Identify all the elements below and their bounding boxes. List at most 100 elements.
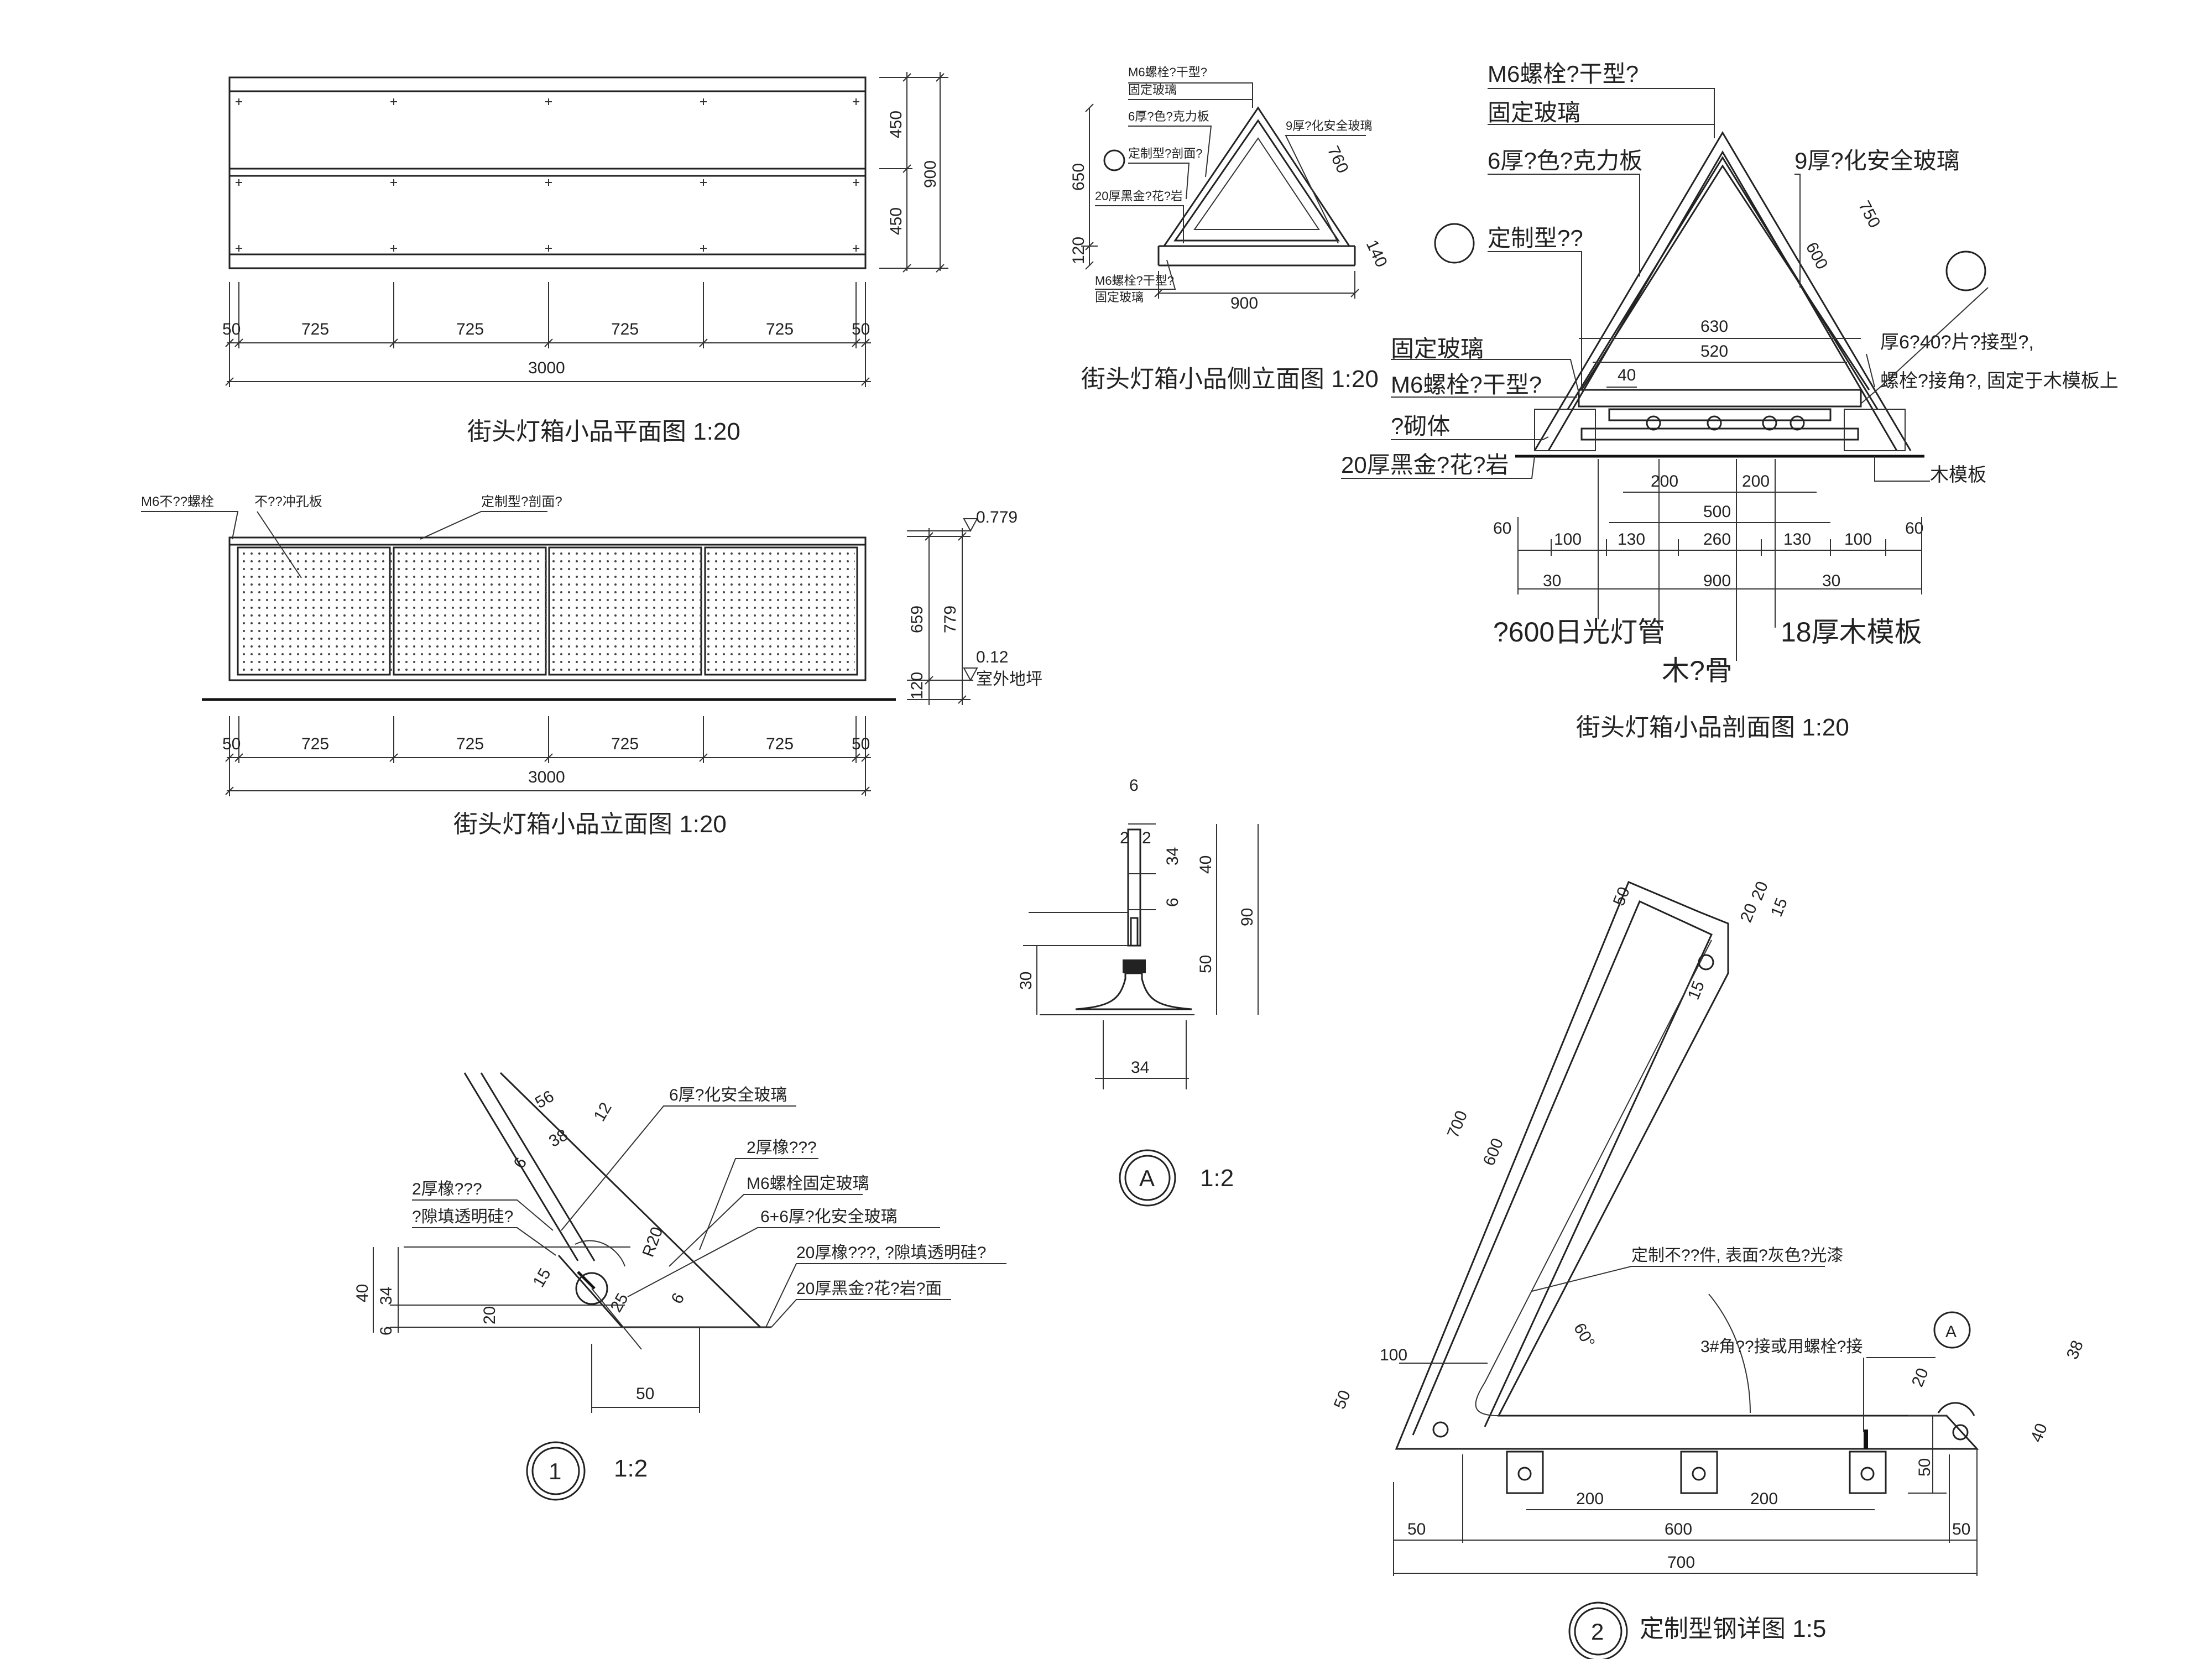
det2-dim-700: 700: [1667, 1553, 1695, 1572]
sec-label-glass: 固定玻璃: [1488, 100, 1580, 126]
sec-label-profile: 定制型??: [1488, 225, 1583, 251]
sec-label-bolt-2: M6螺栓?干型?: [1391, 372, 1542, 398]
detail-1-tag-circle: [526, 1441, 586, 1501]
plan-view: 50 725 725 725 725 50 3000 450 450 900 街…: [222, 72, 948, 445]
sec-dim-30-b: 30: [1822, 572, 1840, 590]
side-label-granite: 20厚黑金?花?岩: [1095, 189, 1183, 203]
det1-label-laminated: 6+6厚?化安全玻璃: [760, 1208, 898, 1226]
det1-label-granite: 20厚黑金?花?岩?面: [796, 1280, 942, 1298]
det2-tag-A-circle: [1933, 1311, 1971, 1349]
sec-dim-60-b: 60: [1905, 519, 1923, 538]
detail-2-tag-circle: [1568, 1601, 1628, 1659]
plan-dim-50-right: 50: [852, 320, 870, 338]
detail-a-tag-circle: [1119, 1149, 1176, 1207]
det2-dim-200-b: 200: [1750, 1490, 1778, 1508]
det1-label-m6: M6螺栓固定玻璃: [747, 1175, 869, 1193]
sec-label-granite: 20厚黑金?花?岩: [1341, 452, 1509, 478]
det1-dim-38: 38: [546, 1126, 571, 1151]
side-label-acrylic: 6厚?色?克力板: [1128, 109, 1209, 123]
sec-dim-130-b: 130: [1783, 530, 1811, 549]
sec-dim-630: 630: [1700, 317, 1728, 336]
det2-dim-40: 40: [2027, 1421, 2051, 1444]
det2-dim-100: 100: [1380, 1346, 1407, 1364]
section-hatch-left: [1534, 409, 1596, 451]
det2-dim-200-a: 200: [1576, 1490, 1604, 1508]
det2-dim-20-r: 20: [1908, 1365, 1932, 1389]
sec-label-fluorescent: ?600日光灯管: [1493, 617, 1665, 648]
detail-a: 6 2 2 34 6 40 90 50 30 34 A 1:2: [1017, 776, 1259, 1207]
sec-dim-900: 900: [1703, 572, 1731, 590]
sec-dim-100-b: 100: [1844, 530, 1872, 549]
sec-label-bolt: M6螺栓?干型?: [1488, 61, 1639, 87]
det1-dim-6b: 6: [667, 1290, 688, 1307]
sec-dim-500: 500: [1703, 503, 1731, 521]
elevation-title: 街头灯箱小品立面图 1:20: [453, 811, 727, 838]
det1-dim-20: 20: [481, 1306, 499, 1324]
detA-dim-40: 40: [1197, 855, 1215, 874]
elev-level-mid: 0.12: [976, 648, 1008, 666]
det2-label-A: A: [1945, 1323, 1957, 1341]
plan-dim-50-left: 50: [222, 320, 241, 338]
detA-dim-50: 50: [1197, 955, 1215, 973]
det2-dim-50-br: 50: [1952, 1520, 1970, 1538]
plan-dim-total: 3000: [528, 359, 565, 377]
det2-dim-20-a: 20: [1737, 901, 1761, 925]
det2-dim-20-b: 20: [1748, 879, 1772, 902]
sec-label-tempered: 9厚?化安全玻璃: [1794, 148, 1960, 174]
det2-dim-15-a: 15: [1767, 895, 1791, 919]
sec-dim-200-a: 200: [1651, 472, 1678, 491]
elev-dim-total: 3000: [528, 768, 565, 786]
det2-dim-50-left: 50: [1331, 1387, 1354, 1411]
det2-dim-50-top: 50: [1610, 884, 1634, 908]
det1-dim-6: 6: [510, 1155, 530, 1172]
detail-a-tag: A: [1139, 1165, 1155, 1191]
side-label-bolt-bottom: M6螺栓?干型?: [1095, 274, 1174, 288]
side-label-glass-bottom: 固定玻璃: [1095, 290, 1144, 304]
det1-dim-34: 34: [377, 1287, 395, 1305]
elev-dim-725-2: 725: [456, 735, 484, 753]
det2-dim-50-bl: 50: [1407, 1520, 1426, 1538]
elev-label-profile: 定制型?剖面?: [481, 494, 562, 509]
sec-dim-40: 40: [1618, 366, 1636, 384]
det1-dim-50: 50: [636, 1385, 654, 1403]
plan-dim-725-3: 725: [611, 320, 639, 338]
det2-dim-700-diag: 700: [1444, 1108, 1471, 1141]
side-label-bolt-top: M6螺栓?干型?: [1128, 65, 1207, 79]
det2-label-angle: 3#角??接或用螺栓?接: [1700, 1338, 1863, 1356]
elev-dim-50-right: 50: [852, 735, 870, 753]
detail-a-scale: 1:2: [1200, 1165, 1234, 1192]
sec-dim-600: 600: [1802, 239, 1832, 273]
sec-label-keel: 木?骨: [1662, 655, 1733, 686]
det2-label-fabricated: 定制不??件, 表面?灰色?光漆: [1631, 1246, 1843, 1265]
elev-dim-50-left: 50: [222, 735, 241, 753]
sec-dim-200-b: 200: [1742, 472, 1770, 491]
side-dim-650: 650: [1070, 163, 1088, 191]
elev-dim-779: 779: [941, 606, 959, 633]
det1-dim-6c: 6: [377, 1326, 395, 1335]
elev-level-top: 0.779: [976, 508, 1018, 526]
sec-label-steel-plate: 厚6?40?片?接型?,: [1880, 332, 2034, 353]
sec-label-wood-board: 木模板: [1930, 465, 1986, 486]
sec-tag-2: [1434, 223, 1475, 264]
detA-dim-30: 30: [1017, 972, 1035, 990]
plan-dim-725-2: 725: [456, 320, 484, 338]
elevation-view: M6不??螺栓 不??冲孔板 定制型?剖面? 0.779 0.12 室外地坪 6…: [141, 494, 1042, 838]
sec-label-board-18: 18厚木模板: [1781, 617, 1922, 648]
detail-1-scale: 1:2: [614, 1455, 648, 1482]
det1-label-rubber-20: 20厚橡???, ?隙填透明硅?: [796, 1244, 986, 1262]
elev-dim-659: 659: [908, 606, 926, 633]
sec-dim-60-a: 60: [1493, 519, 1511, 538]
elev-dim-120: 120: [908, 672, 926, 700]
detail-2-title: 定制型钢详图 1:5: [1640, 1615, 1826, 1642]
sec-label-acrylic: 6厚?色?克力板: [1488, 148, 1642, 174]
sec-dim-130-a: 130: [1618, 530, 1645, 549]
sec-label-fix-glass: 固定玻璃: [1391, 336, 1484, 362]
side-title: 街头灯箱小品侧立面图 1:20: [1081, 366, 1379, 393]
sec-dim-750: 750: [1855, 198, 1884, 231]
detA-dim-90: 90: [1238, 908, 1256, 926]
side-dim-120: 120: [1070, 237, 1088, 264]
sec-dim-260: 260: [1703, 530, 1731, 549]
side-dim-760: 760: [1324, 143, 1352, 176]
elev-dim-725-3: 725: [611, 735, 639, 753]
